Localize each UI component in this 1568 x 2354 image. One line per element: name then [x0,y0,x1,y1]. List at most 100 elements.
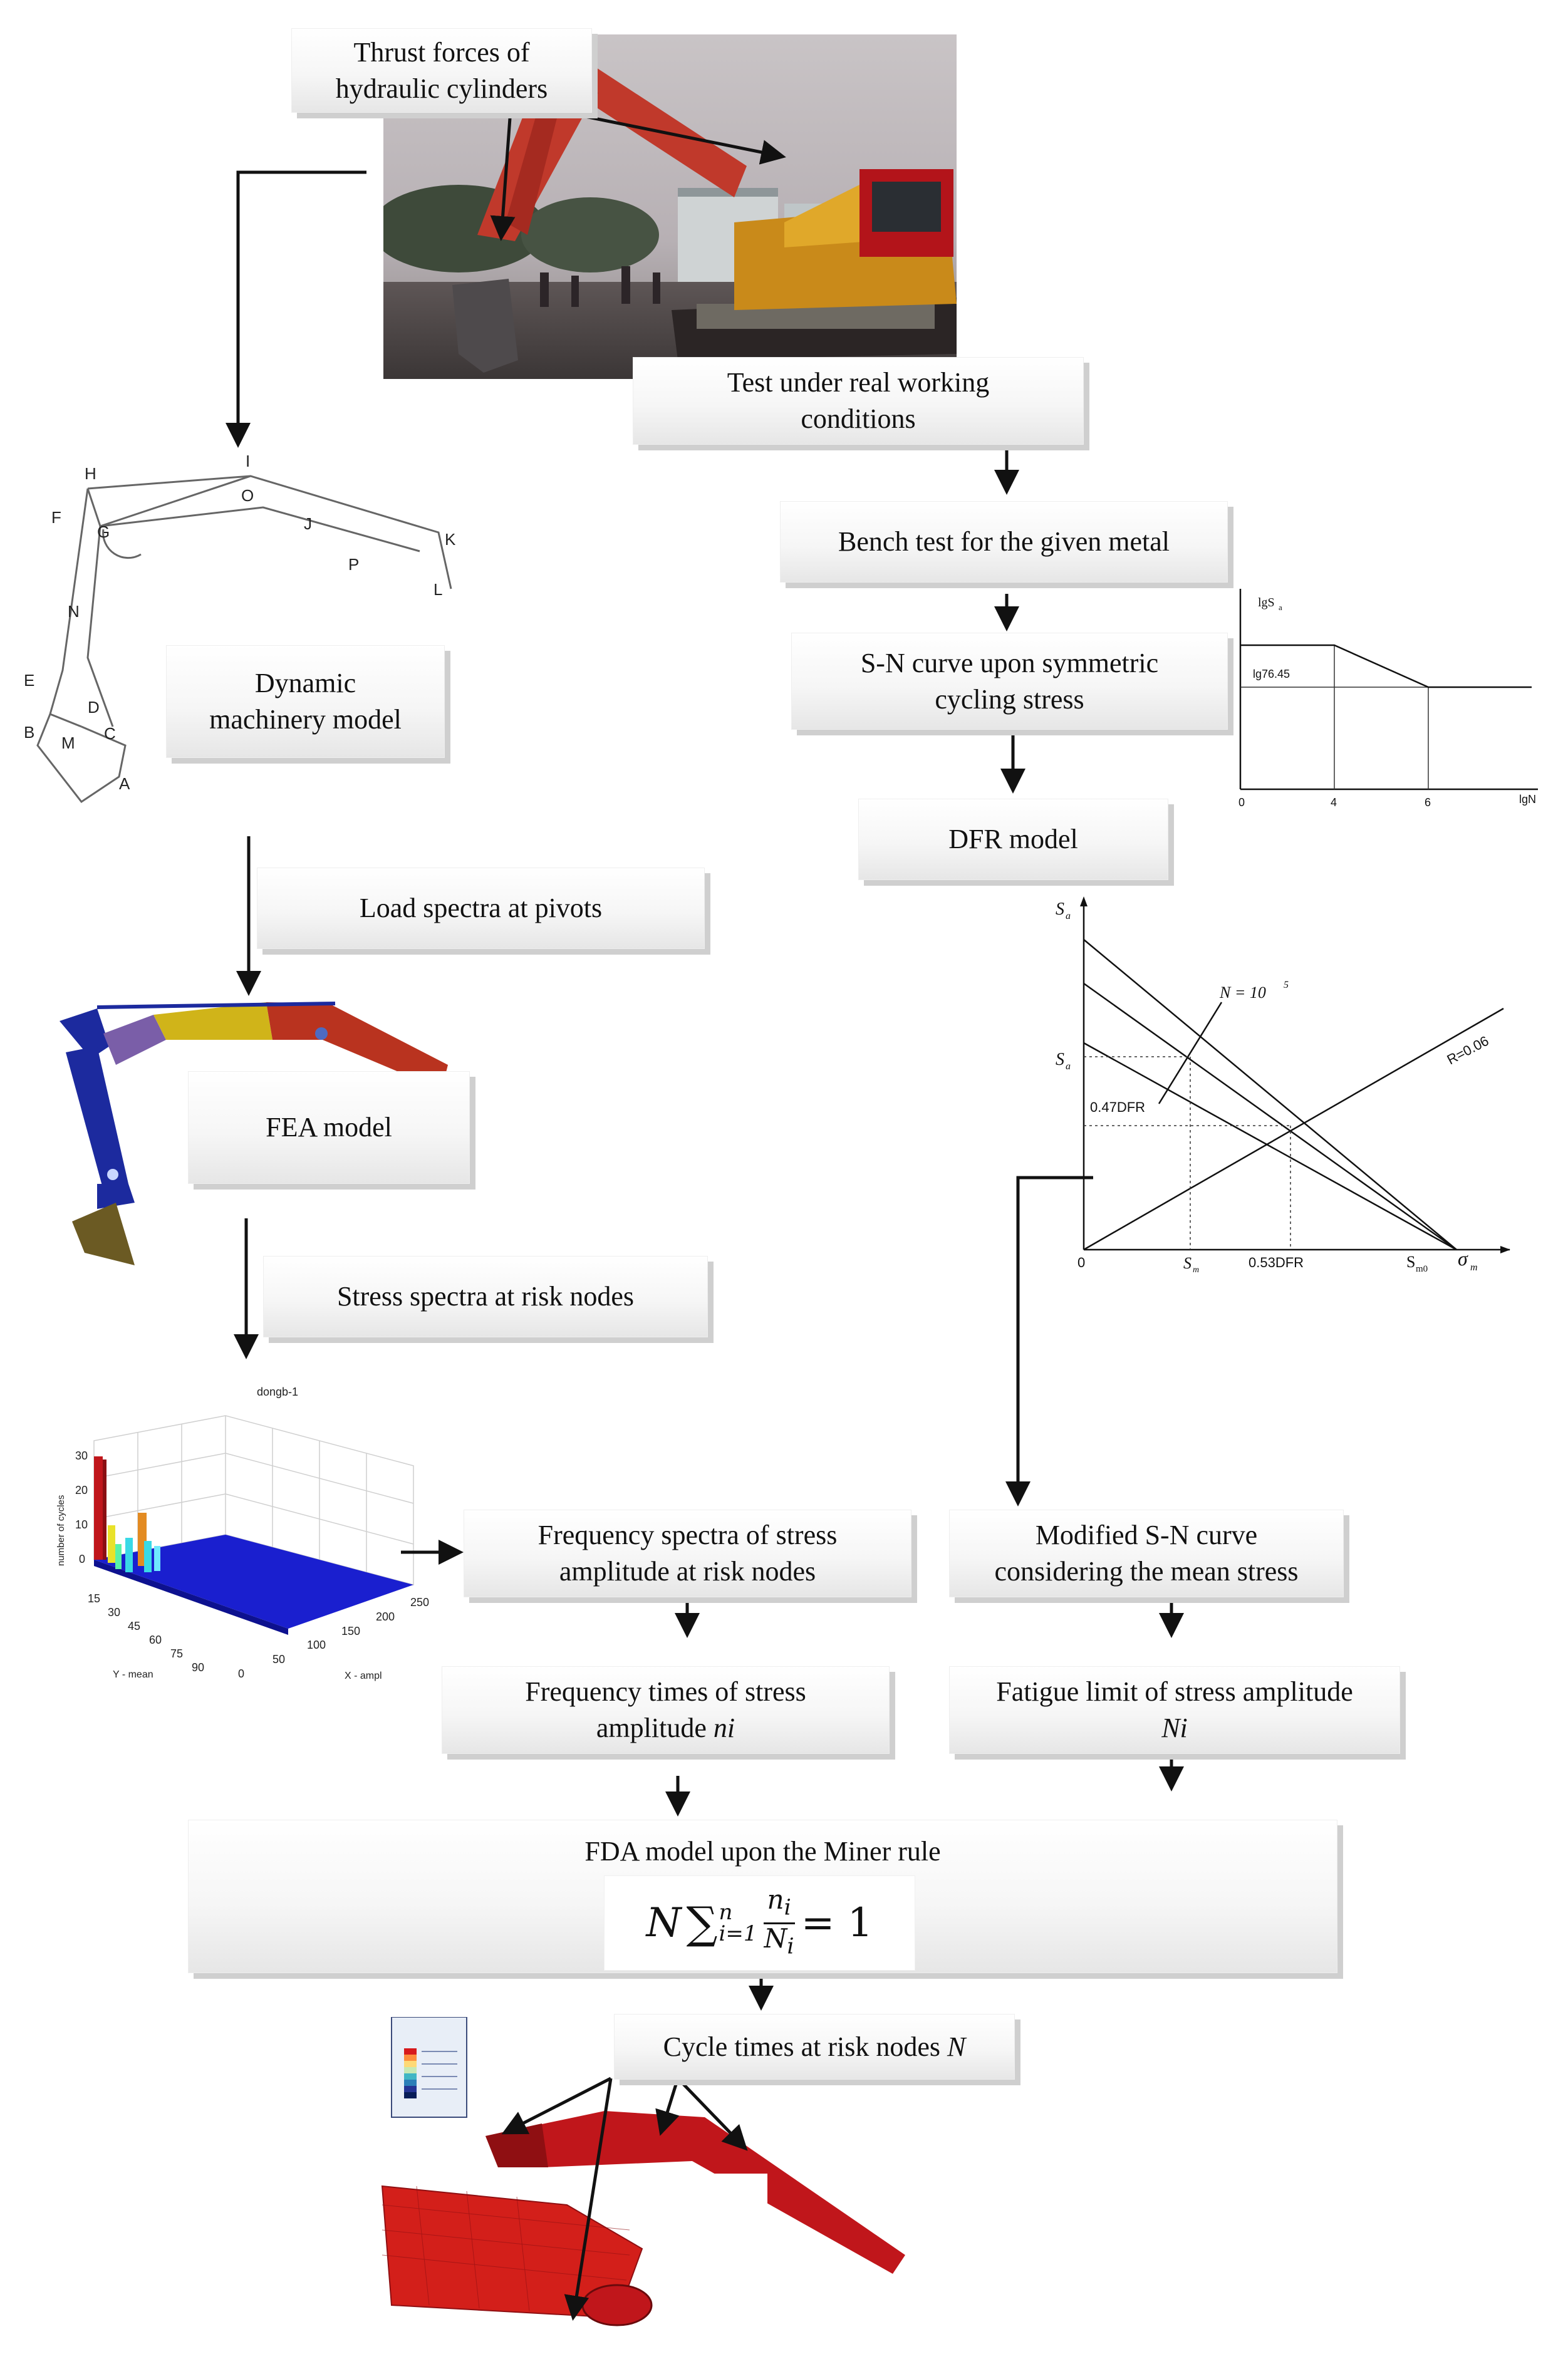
box-line: conditions [801,403,916,434]
sn-x-tick: 4 [1331,796,1337,809]
box-text: Cycle times at risk nodes [663,2031,947,2062]
dfr-xlabel: σ [1458,1247,1468,1270]
y-axis-label: Y - mean [113,1669,153,1680]
y-tick: 30 [108,1606,120,1619]
miner-formula: N ∑ n i=1 ni Ni = 1 [605,1876,915,1970]
joint-label: K [445,530,456,549]
formula-lower: i=1 [719,1921,757,1946]
formula-denominator: Ni [764,1924,794,1961]
formula-upper: n [719,1900,733,1925]
formula-numerator: ni [763,1884,795,1924]
formula-den: N [764,1922,787,1954]
formula-num-sub: i [784,1895,791,1921]
joint-label: C [104,724,116,743]
box-line: Frequency times of stress [525,1676,806,1707]
box-load-spectra: Load spectra at pivots [257,868,705,949]
z-tick: 10 [75,1518,88,1531]
box-line: hydraulic cylinders [335,73,548,104]
dfr-x-mark-sub: m0 [1416,1264,1428,1274]
dfr-line-mid [1083,982,1457,1251]
x-tick: 200 [376,1610,395,1623]
sn-xlabel: lgN [1519,793,1536,806]
variable-Ni: Ni [1161,1713,1188,1743]
box-dfr-model: DFR model [858,799,1168,880]
arrow-chart-to-modified [1005,1176,1093,1506]
mechanism-sketch: H I F G O J K L E N D B M C A P [24,452,456,804]
histogram-title: dongb-1 [257,1386,298,1398]
joint-label: E [24,671,34,690]
x-tick: 50 [273,1653,285,1666]
box-line: S-N curve upon symmetric [860,647,1159,678]
box-line: Bench test for the given metal [838,526,1170,557]
formula-rhs: = 1 [801,1900,873,1946]
box-line: amplitude ni [596,1710,735,1746]
arrow-cycle-2 [564,2078,613,2321]
z-tick: 20 [75,1484,88,1496]
box-line: cycling stress [935,683,1084,715]
formula-sum: ∑ [686,1897,718,1949]
dfr-curve-label-sup: 5 [1284,980,1289,990]
dfr-x-mark: S [1406,1253,1415,1271]
z-tick: 0 [79,1553,85,1565]
formula-limits: n i=1 [719,1902,757,1944]
joint-label: L [434,580,442,599]
joint-label: H [85,464,96,483]
box-thrust-forces: Thrust forces of hydraulic cylinders [291,28,592,113]
dfr-line-low [1083,1042,1457,1251]
arrow-thrust-3 [551,108,786,165]
z-axis-label: number of cycles [56,1495,66,1566]
formula-num: n [767,1884,784,1916]
dfr-x-mark: S [1183,1254,1192,1272]
box-test-real-conditions: Test under real working conditions [633,357,1084,445]
sn-y-tick: lg76.45 [1253,668,1290,680]
sn-x-tick: 0 [1238,796,1245,809]
box-line: Test under real working [727,367,990,398]
box-line: Fatigue limit of stress amplitude [996,1676,1353,1707]
excavator-photo [383,34,957,379]
histogram-3d: dongb-1 30 20 10 0 number of cycles [56,1386,429,1681]
box-fatigue-limit: Fatigue limit of stress amplitude Ni [949,1666,1400,1754]
dfr-x-mark: 0.53DFR [1249,1255,1304,1270]
joint-label: D [88,698,100,717]
box-text: amplitude [596,1713,714,1743]
box-cycle-times: Cycle times at risk nodes N [614,2014,1015,2080]
box-line: DFR model [948,824,1078,854]
arrow-cycle-1 [501,2077,612,2135]
dfr-ylabel: S [1056,900,1064,919]
joint-label: B [24,723,34,742]
sn-curve [1240,644,1532,688]
arrow-cycle-4 [677,2077,748,2151]
box-dynamic-model: Dynamic machinery model [166,645,445,758]
sn-ylabel-sub: a [1279,603,1282,612]
variable-ni: ni [713,1713,735,1743]
box-frequency-times: Frequency times of stress amplitude ni [442,1666,890,1754]
arrow-thrust-1 [490,109,516,241]
arrow-photo-to-dynamic [226,170,366,448]
dfr-line-top [1083,939,1457,1250]
box-line: FDA model upon the Miner rule [584,1836,941,1867]
dfr-ylabel-sub: a [1066,911,1071,921]
x-tick: 100 [307,1639,326,1651]
box-line: considering the mean stress [994,1556,1299,1587]
dfr-curve-label: N = 10 [1219,983,1266,1002]
box-sn-symmetric: S-N curve upon symmetric cycling stress [791,633,1228,730]
joint-label: N [68,602,80,621]
box-fea-model: FEA model [188,1071,470,1184]
joint-label: F [51,508,61,527]
dfr-x-mark: 0 [1077,1255,1085,1270]
dfr-leader [1158,1002,1223,1104]
x-tick: 0 [238,1667,244,1680]
arrow-cycle-3 [655,2078,680,2136]
box-stress-spectra: Stress spectra at risk nodes [263,1256,708,1337]
sn-ylabel: lgS [1258,596,1275,609]
x-tick: 250 [410,1596,429,1609]
dfr-y-mark-sub: a [1066,1061,1071,1072]
dfr-xlabel-sub: m [1470,1262,1478,1273]
variable-N: N [947,2031,966,2062]
joint-label: G [97,522,110,541]
box-line: machinery model [209,704,402,735]
dfr-x-mark-sub: m [1193,1265,1199,1275]
box-line: Dynamic [254,668,356,698]
joint-label: J [304,514,312,533]
